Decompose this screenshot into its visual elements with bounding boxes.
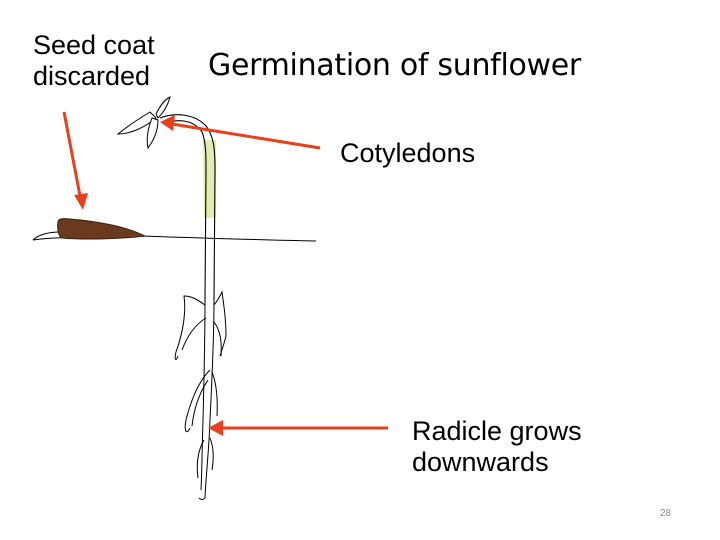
cotyledons-label: Cotyledons — [340, 138, 476, 168]
lateral-root-8 — [196, 439, 205, 479]
seed-coat-label-line1: Seed coat — [33, 30, 155, 60]
slide-title: Germination of sunflower — [208, 48, 581, 83]
radicle-label-line2: downwards — [412, 447, 549, 477]
seed-coat-arrow — [62, 111, 88, 210]
radicle-tip — [198, 497, 206, 500]
seed-coat-label: Seed coat discarded — [33, 30, 155, 92]
radicle-label: Radicle grows downwards — [412, 416, 582, 478]
lateral-root-7 — [211, 371, 218, 417]
cotyledon-3 — [155, 96, 171, 119]
radicle-label-line1: Radicle grows — [412, 416, 582, 446]
radicle-main — [204, 299, 215, 499]
radicle-arrow — [208, 420, 388, 436]
seed-coat — [57, 218, 147, 240]
lateral-root-9 — [209, 437, 214, 471]
seed-coat-label-line2: discarded — [33, 61, 151, 91]
radicle-main-inner — [200, 299, 206, 491]
cotyledon-1 — [116, 111, 157, 135]
soil-line-left-curl — [32, 231, 61, 241]
lateral-root-5 — [184, 369, 211, 433]
cotyledons-arrow — [160, 115, 321, 150]
cotyledon-2 — [146, 117, 159, 150]
lateral-root-4 — [213, 321, 222, 357]
lateral-root-3 — [213, 290, 227, 357]
stem-outline-inner — [162, 120, 207, 301]
page-number: 28 — [660, 508, 672, 519]
lateral-root-1 — [174, 295, 206, 360]
stem-outline-outer — [159, 114, 216, 301]
lateral-root-6 — [191, 379, 209, 427]
lateral-root-2 — [181, 317, 207, 351]
